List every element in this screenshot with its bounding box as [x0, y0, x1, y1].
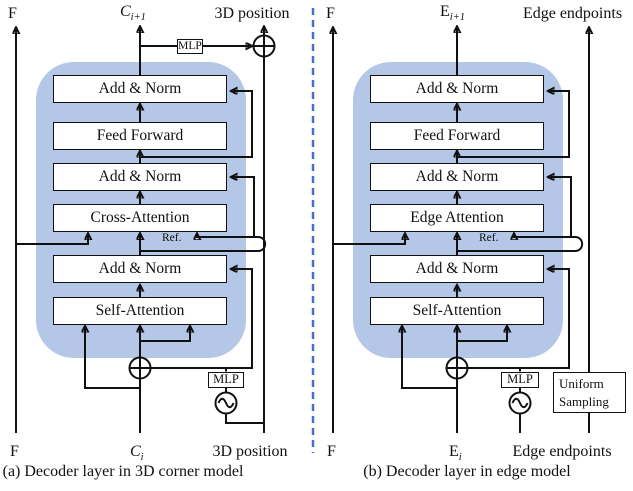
block-feed-forward: Feed Forward	[370, 122, 544, 150]
block-add-norm-mid: Add & Norm	[370, 163, 544, 191]
ref-points-label: Ref.	[479, 231, 499, 244]
residual-feedforward	[457, 91, 570, 158]
left-bottom-3d-position-label: 3D position	[212, 443, 288, 460]
right-top-f-label: F	[326, 5, 335, 22]
caption-b: (b) Decoder layer in edge model	[363, 463, 571, 480]
block-add-norm-bottom: Add & Norm	[53, 255, 227, 283]
left-output-label: Ci+1	[120, 3, 146, 24]
f-to-cross-attention	[16, 234, 88, 245]
add-circle-icon	[445, 356, 469, 380]
uniform-sampling-line2: Sampling	[559, 394, 609, 410]
mlp-head-box: MLP	[177, 38, 203, 54]
right-top-edge-endpoints-label: Edge endpoints	[522, 5, 623, 22]
add-circle-icon	[128, 356, 152, 380]
residual-crossatt	[232, 177, 255, 237]
right-panel-wires	[333, 27, 589, 433]
right-output-label: Ei+1	[440, 3, 466, 24]
ref-wire	[140, 234, 267, 252]
f-to-edge-attention	[333, 234, 405, 245]
caption-a: (a) Decoder layer in 3D corner model	[2, 463, 244, 480]
uniform-sampling-box: Uniform Sampling	[553, 371, 626, 413]
left-input-label: Ci	[130, 443, 144, 464]
block-self-attention: Self-Attention	[53, 297, 227, 325]
3d-position-to-sine	[225, 414, 264, 424]
left-top-f-label: F	[8, 5, 17, 22]
ei-value-branch	[402, 327, 457, 389]
block-add-norm-top: Add & Norm	[370, 75, 544, 103]
block-add-norm-bottom: Add & Norm	[370, 255, 544, 283]
query-key-branch	[457, 327, 507, 342]
block-add-norm-top: Add & Norm	[53, 75, 227, 103]
block-feed-forward: Feed Forward	[53, 122, 227, 150]
sine-wave-icon	[508, 391, 532, 415]
mlp-positional-box: MLP	[501, 371, 539, 388]
left-panel-wires	[16, 27, 276, 433]
block-edge-attention: Edge Attention	[370, 204, 544, 232]
left-bottom-f-label: F	[10, 443, 19, 460]
right-bottom-f-label: F	[327, 443, 336, 460]
residual-feedforward	[140, 91, 253, 158]
block-add-norm-mid: Add & Norm	[53, 163, 227, 191]
block-cross-attention: Cross-Attention	[53, 204, 227, 232]
block-self-attention: Self-Attention	[370, 297, 544, 325]
ci-value-branch	[85, 327, 140, 389]
left-top-3d-position-label: 3D position	[214, 5, 290, 22]
residual-selfatt-block	[467, 269, 570, 369]
uniform-sampling-line1: Uniform	[559, 375, 604, 391]
right-bottom-edge-endpoints-label: Edge endpoints	[512, 443, 612, 460]
residual-edgeatt	[549, 177, 572, 237]
ref-points-label: Ref.	[162, 231, 182, 244]
sine-wave-icon	[214, 391, 238, 415]
ref-wire	[457, 234, 584, 252]
add-circle-icon	[252, 34, 276, 58]
residual-selfatt-block	[150, 269, 253, 369]
right-input-label: Ei	[449, 443, 462, 464]
mlp-positional-box: MLP	[208, 371, 244, 388]
query-key-branch	[140, 327, 190, 342]
